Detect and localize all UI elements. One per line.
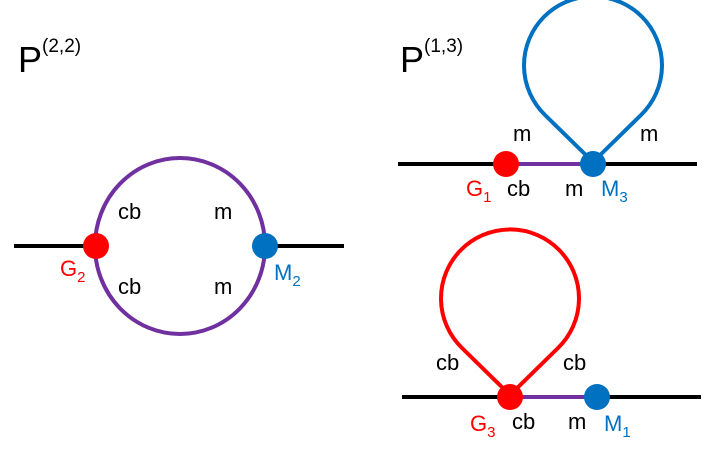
label-m-top: m [214, 199, 232, 224]
diagram-p22-title-superscript: (2,2) [42, 36, 81, 57]
diagram-p13: P(1,3) m m cb m G1 M3 [398, 0, 697, 206]
vertex-label-g3-letter: G [470, 411, 487, 436]
label-m-loop-left: m [513, 121, 531, 146]
vertex-label-g2: G2 [60, 256, 85, 286]
label-cb-bottom: cb [118, 274, 141, 299]
vertex-m1 [584, 384, 610, 410]
diagram-p22-title: P(2,2) [18, 36, 81, 80]
label-m-bottom: m [214, 274, 232, 299]
vertex-m3 [580, 151, 606, 177]
vertex-g1 [493, 151, 519, 177]
label-m-line-bottom: m [568, 409, 586, 434]
vertex-g3 [497, 384, 523, 410]
vertex-label-m2-letter: M [274, 260, 292, 285]
label-m-line: m [565, 176, 583, 201]
diagram-bottom-right: cb cb cb m G3 M1 [402, 227, 701, 441]
diagram-p13-title-superscript: (1,3) [424, 36, 463, 57]
vertex-m2 [252, 233, 278, 259]
label-m-loop-right: m [640, 121, 658, 146]
label-cb-loop-left: cb [436, 350, 459, 375]
label-cb-top: cb [118, 199, 141, 224]
vertex-label-m1-letter: M [604, 411, 622, 436]
diagram-p22-title-letter: P [18, 39, 42, 80]
vertex-label-m3-letter: M [601, 176, 619, 201]
vertex-label-m1: M1 [604, 411, 631, 441]
red-tadpole-loop [439, 227, 581, 397]
label-cb-loop-right: cb [563, 350, 586, 375]
diagram-p22: P(2,2) cb m cb m G2 M2 [14, 36, 344, 336]
vertex-label-m3: M3 [601, 176, 628, 206]
vertex-label-g1: G1 [466, 176, 491, 206]
vertex-label-m1-index: 1 [622, 424, 630, 441]
label-cb-line-bottom: cb [512, 409, 535, 434]
diagram-p13-title: P(1,3) [400, 36, 463, 80]
vertex-label-g2-index: 2 [77, 269, 85, 286]
vertex-label-m2-index: 2 [292, 273, 300, 290]
purple-bubble-loop [93, 156, 267, 336]
blue-tadpole-loop [522, 0, 664, 164]
vertex-g2 [83, 233, 109, 259]
vertex-label-m2: M2 [274, 260, 301, 290]
vertex-label-m3-index: 3 [619, 189, 627, 206]
label-cb-line: cb [507, 176, 530, 201]
vertex-label-g2-letter: G [60, 256, 77, 281]
vertex-label-g3: G3 [470, 411, 495, 441]
diagram-p13-title-letter: P [400, 39, 424, 80]
vertex-label-g3-index: 3 [487, 424, 495, 441]
vertex-label-g1-index: 1 [483, 189, 491, 206]
vertex-label-g1-letter: G [466, 176, 483, 201]
